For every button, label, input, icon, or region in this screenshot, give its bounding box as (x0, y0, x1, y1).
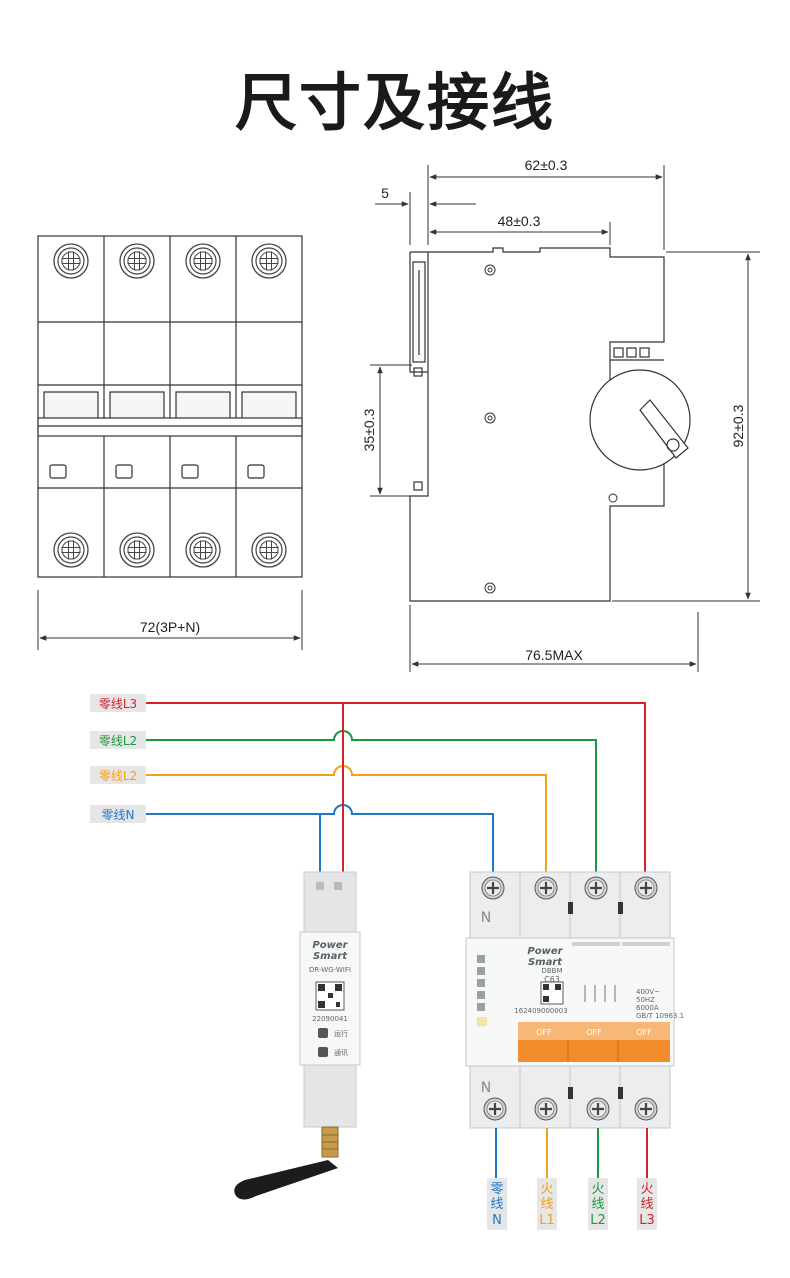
svg-text:L2: L2 (590, 1213, 606, 1228)
svg-text:线: 线 (540, 1197, 553, 1212)
side-view-dimensions (370, 165, 760, 672)
svg-text:线: 线 (591, 1197, 604, 1212)
wifi-module (234, 871, 361, 1200)
breaker-spec-3: 6000A (636, 1004, 659, 1012)
breaker-off-label-3: OFF (636, 1028, 652, 1037)
svg-text:线: 线 (640, 1197, 653, 1212)
breaker-spec-2: 50HZ (636, 996, 655, 1004)
breaker-brand-bottom: Smart (528, 957, 563, 968)
svg-text:N: N (492, 1213, 502, 1228)
dim-62-label: 62±0.3 (525, 157, 568, 173)
svg-text:火: 火 (540, 1182, 553, 1197)
dim-5-label: 5 (381, 185, 389, 201)
dim-35-label: 35±0.3 (361, 408, 377, 451)
front-view-drawing (37, 235, 303, 578)
svg-text:零线L2: 零线L2 (99, 734, 137, 748)
module-model: DR-WG-WIFI (309, 966, 351, 974)
wire-tag-n: 零线N (90, 805, 146, 823)
svg-text:零线L2: 零线L2 (99, 769, 137, 783)
side-view-drawing (409, 247, 691, 602)
wire-l3 (146, 702, 646, 880)
wire-tag-l2-green: 零线L2 (90, 731, 146, 749)
dim-depth-label: 76.5MAX (525, 647, 583, 663)
breaker-body (465, 871, 675, 1129)
side-view-holes (484, 264, 618, 594)
breaker-neutral-mark-top: N (481, 910, 491, 926)
wire-n (146, 804, 494, 880)
bottom-label-l2: 火 线 L2 (588, 1178, 608, 1230)
svg-text:火: 火 (591, 1182, 604, 1197)
bottom-label-n: 零 线 N (487, 1178, 507, 1230)
wire-l2-green (146, 730, 597, 880)
bottom-label-l1: 火 线 L1 (537, 1178, 557, 1230)
breaker-off-label-1: OFF (536, 1028, 552, 1037)
module-led-comm-label: 通讯 (334, 1048, 348, 1057)
module-brand-top: Power (312, 940, 348, 951)
module-brand-bottom: Smart (313, 951, 348, 962)
svg-text:线: 线 (490, 1197, 503, 1212)
breaker-spec-1: 400V~ (636, 988, 660, 996)
wire-tag-l2-orange: 零线L2 (90, 766, 146, 784)
svg-text:零: 零 (490, 1182, 503, 1197)
breaker-brand-top: Power (527, 946, 563, 957)
breaker-serial: 162409000003 (514, 1007, 567, 1015)
bottom-label-l3: 火 线 L3 (637, 1178, 657, 1230)
wire-l1-orange (146, 765, 547, 880)
svg-text:零线N: 零线N (102, 808, 135, 822)
svg-text:L3: L3 (639, 1213, 655, 1228)
module-led-run-label: 运行 (334, 1029, 348, 1038)
svg-text:火: 火 (640, 1182, 653, 1197)
breaker-neutral-mark-bottom: N (481, 1080, 491, 1096)
module-serial: 22090041 (312, 1015, 348, 1023)
page-title: 尺寸及接线 (234, 66, 555, 139)
front-width-dimension (37, 590, 303, 650)
dim-92-label: 92±0.3 (730, 404, 746, 447)
svg-text:零线L3: 零线L3 (99, 697, 137, 711)
wire-tag-l3: 零线L3 (90, 694, 146, 712)
front-width-label: 72(3P+N) (140, 619, 200, 635)
svg-text:L1: L1 (539, 1213, 555, 1228)
breaker-model: DBBM (541, 967, 562, 975)
breaker-off-label-2: OFF (586, 1028, 602, 1037)
dim-48-label: 48±0.3 (498, 213, 541, 229)
breaker-spec-4: GB/T 10963.1 (636, 1012, 684, 1020)
breaker-rating: C63 (544, 975, 560, 984)
